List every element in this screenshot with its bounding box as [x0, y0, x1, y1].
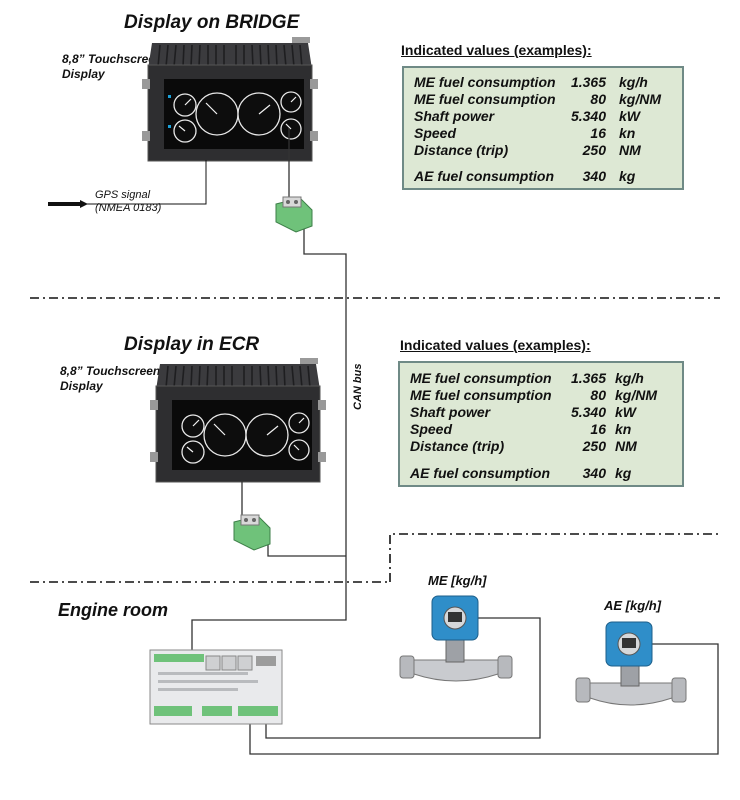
value-number: 5.340 [570, 404, 606, 420]
ecr-values-box: ME fuel consumption 1.365 kg/h ME fuel c… [398, 361, 684, 487]
values-row: Distance (trip) 250 NM [404, 142, 682, 160]
bridge-display-label-line2: Display [62, 67, 105, 81]
values-row: AE fuel consumption 340 kg [400, 465, 682, 483]
values-row: ME fuel consumption 1.365 kg/h [400, 370, 682, 388]
value-number: 250 [582, 438, 606, 454]
value-label: ME fuel consumption [410, 370, 552, 386]
ecr-connector-to-bus [258, 541, 346, 557]
gps-label-line1: GPS signal [95, 189, 151, 201]
value-label: Speed [410, 421, 453, 437]
value-label: Distance (trip) [410, 438, 505, 454]
values-row: AE fuel consumption 340 kg [404, 168, 682, 186]
can-bus-label: CAN bus [352, 363, 364, 410]
value-label: Shaft power [414, 108, 495, 124]
value-label: ME fuel consumption [414, 91, 556, 107]
gps-label-line2: (NMEA 0183) [95, 202, 162, 214]
value-number: 250 [582, 142, 606, 158]
engine-room-title: Engine room [58, 600, 169, 620]
value-number: 16 [590, 125, 606, 141]
values-row: Distance (trip) 250 NM [400, 438, 682, 456]
value-unit: kg [619, 168, 636, 184]
value-number: 16 [590, 421, 606, 437]
value-unit: NM [619, 142, 641, 158]
values-row: Speed 16 kn [404, 125, 682, 143]
me-flowmeter-label: ME [kg/h] [428, 573, 487, 588]
value-number: 340 [582, 465, 606, 481]
value-unit: NM [615, 438, 637, 454]
ecr-display-label-line1: 8,8” Touchscreen [60, 364, 161, 378]
gps-signal-line [48, 160, 207, 205]
values-row: ME fuel consumption 80 kg/NM [404, 91, 682, 109]
ecr-display-label: 8,8” Touchscreen Display [60, 364, 160, 394]
separator-engine-step [389, 533, 720, 582]
values-row: Shaft power 5.340 kW [404, 108, 682, 126]
bridge-can-connector [275, 196, 313, 233]
can-bus-line [191, 228, 347, 650]
value-unit: kg [615, 465, 632, 481]
bridge-display-label: 8,8” Touchscreen Display [62, 52, 162, 82]
gps-label: GPS signal (NMEA 0183) [95, 189, 161, 215]
value-number: 80 [590, 387, 606, 403]
value-unit: kg/NM [619, 91, 661, 107]
value-label: Shaft power [410, 404, 491, 420]
value-label: Speed [414, 125, 457, 141]
bridge-values-box: ME fuel consumption 1.365 kg/h ME fuel c… [402, 66, 684, 190]
ecr-display-label-line2: Display [60, 379, 103, 393]
value-number: 1.365 [570, 370, 606, 386]
value-label: AE fuel consumption [410, 465, 550, 481]
value-unit: kg/NM [615, 387, 657, 403]
value-unit: kW [615, 404, 636, 420]
value-number: 80 [590, 91, 606, 107]
ecr-touchscreen-display [150, 358, 326, 483]
ecr-can-connector [233, 514, 271, 551]
value-unit: kg/h [619, 74, 648, 90]
engine-room-controller [149, 649, 283, 725]
value-label: Distance (trip) [414, 142, 509, 158]
ae-flowmeter-cable [249, 643, 719, 755]
ae-flowmeter-label: AE [kg/h] [604, 598, 662, 613]
value-number: 340 [582, 168, 606, 184]
bridge-indicated-heading: Indicated values (examples): [401, 42, 592, 58]
me-flowmeter-cable [265, 617, 541, 739]
gps-arrow-icon [48, 200, 88, 208]
value-label: AE fuel consumption [414, 168, 554, 184]
value-number: 5.340 [570, 108, 606, 124]
values-row: ME fuel consumption 1.365 kg/h [404, 74, 682, 92]
value-unit: kg/h [615, 370, 644, 386]
value-label: ME fuel consumption [414, 74, 556, 90]
bridge-display-label-line1: 8,8” Touchscreen [62, 52, 163, 66]
values-row: ME fuel consumption 80 kg/NM [400, 387, 682, 405]
bridge-title: Display on BRIDGE [124, 12, 300, 33]
values-row: Shaft power 5.340 kW [400, 404, 682, 422]
value-unit: kn [619, 125, 636, 141]
bridge-touchscreen-display [142, 37, 318, 162]
ae-flowmeter [575, 621, 687, 706]
ecr-title: Display in ECR [124, 334, 260, 355]
value-unit: kW [619, 108, 640, 124]
display-heatsink [148, 37, 312, 69]
me-flowmeter [399, 595, 513, 682]
values-row: Speed 16 kn [400, 421, 682, 439]
ecr-indicated-heading: Indicated values (examples): [400, 337, 591, 353]
value-unit: kn [615, 421, 632, 437]
value-label: ME fuel consumption [410, 387, 552, 403]
value-number: 1.365 [570, 74, 606, 90]
